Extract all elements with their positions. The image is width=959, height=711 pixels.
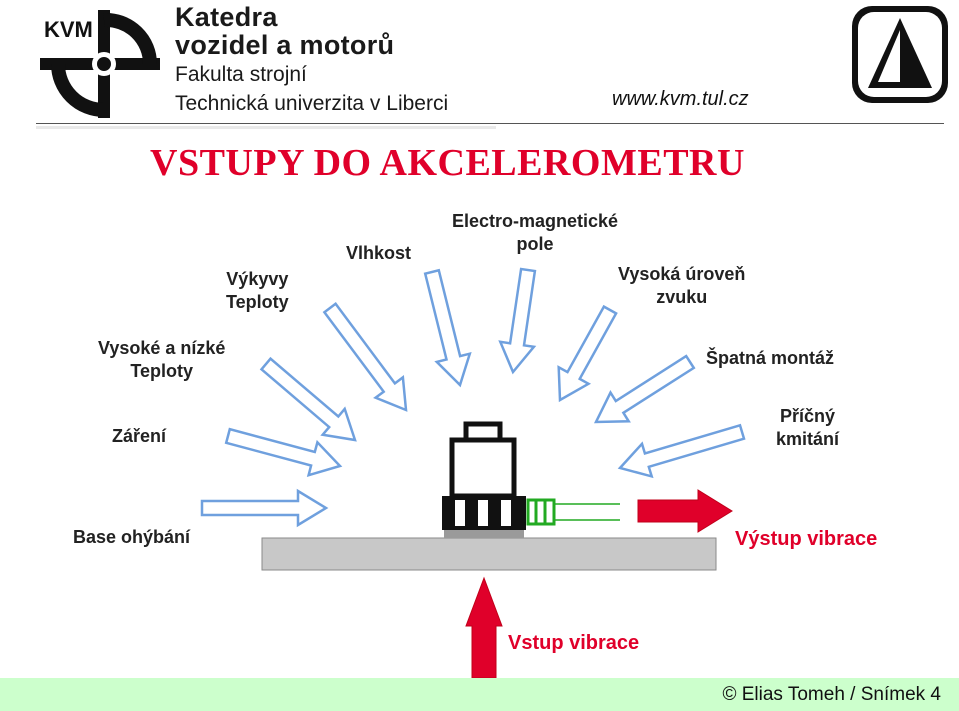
label-vibration-output: Výstup vibrace	[735, 528, 878, 550]
arrow-high-low-temperature	[259, 356, 357, 442]
base-plate	[261, 537, 717, 571]
arrow-cross-vibration	[617, 423, 746, 479]
university-emblem	[852, 6, 948, 103]
footer-copyright: © Elias Tomeh / Snímek 4	[722, 684, 941, 705]
output-arrow	[637, 489, 733, 533]
arrow-electromagnetic	[498, 267, 537, 375]
accelerometer-sensor	[442, 421, 526, 538]
arrow-bad-mounting	[593, 354, 696, 424]
arrow-humidity	[423, 268, 472, 388]
cable-connector	[526, 498, 620, 526]
institute-name-line1: Katedra	[175, 2, 278, 32]
label-vibration-input: Vstup vibrace	[508, 632, 640, 654]
logo-text: KVM	[44, 17, 93, 42]
institute-name-line3: Fakulta strojní	[175, 63, 307, 86]
input-arrow	[465, 576, 503, 679]
kvm-logo	[40, 8, 165, 120]
header-divider	[36, 123, 944, 124]
arrow-temperature-swings	[322, 302, 408, 412]
label-base-bending: Base ohýbání	[73, 527, 191, 547]
website-url[interactable]: www.kvm.tul.cz	[612, 88, 749, 110]
footer-bar: © Elias Tomeh / Snímek 4	[0, 678, 959, 711]
arrow-radiation	[224, 427, 343, 478]
label-humidity: Vlhkost	[346, 243, 412, 263]
label-radiation: Záření	[112, 426, 167, 446]
institute-name-line4: Technická univerzita v Liberci	[175, 92, 449, 115]
arrow-base-bending	[200, 488, 329, 528]
arrow-sound-level	[557, 304, 618, 403]
institute-name-line2: vozidel a motorů	[175, 30, 395, 60]
header-divider-shadow	[36, 126, 496, 129]
label-bad-mounting: Špatná montáž	[706, 348, 835, 368]
slide-title: VSTUPY DO AKCELEROMETRU	[150, 142, 745, 184]
